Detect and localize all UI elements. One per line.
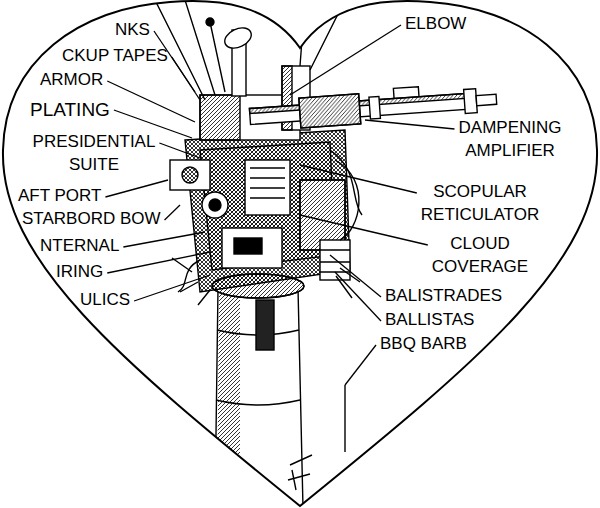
part-label: BBQ BARB	[380, 332, 467, 355]
leader-line	[105, 180, 168, 197]
leader-line	[290, 25, 401, 95]
leader-line	[165, 205, 180, 220]
part-label: CLOUD COVERAGE	[415, 232, 545, 278]
part-label: IRING	[56, 260, 103, 283]
leader-line	[107, 252, 210, 273]
leader-line	[172, 57, 200, 100]
part-label: PLATING	[30, 98, 110, 121]
part-label: NTERNAL	[40, 234, 119, 257]
leader-line	[123, 232, 205, 247]
leader-line	[300, 165, 417, 193]
leader-line	[159, 143, 200, 158]
part-label: AFT PORT	[18, 184, 101, 207]
part-label: ARMOR	[40, 68, 103, 91]
leader-line	[300, 215, 428, 245]
part-label: ULICS	[80, 288, 130, 311]
part-label: BALISTRADES	[385, 284, 502, 307]
part-label: CKUP TAPES	[62, 44, 168, 67]
part-label: STARBORD BOW	[22, 207, 161, 230]
part-label: SCOPULAR RETICULATOR	[405, 180, 555, 226]
leader-line	[345, 345, 376, 385]
part-label: BALLISTAS	[385, 308, 474, 331]
leader-line	[330, 255, 381, 297]
leader-line	[107, 81, 195, 122]
part-label: PRESIDENTIAL SUITE	[14, 130, 174, 176]
leader-line	[365, 120, 455, 129]
leader-line	[134, 275, 210, 301]
part-label: ELBOW	[405, 12, 466, 35]
part-label: NKS	[115, 18, 150, 41]
part-label: DAMPENING AMPLIFIER	[425, 116, 595, 162]
leader-line	[335, 272, 381, 321]
